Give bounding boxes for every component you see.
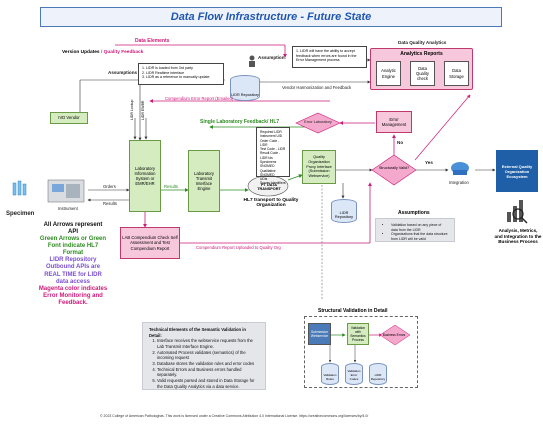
structural-validation-title: Structural Validation in Detail: [318, 308, 388, 314]
technical-elements-box: Technical Elements of the Semantic Valid…: [142, 322, 266, 390]
field-item: Required LIDR: [260, 130, 282, 134]
assumption-top-3: 3. LIDR as a reference to manually updat…: [142, 75, 210, 80]
field-item: Order Code - LIDR: [260, 138, 280, 147]
legend-line-api: All Arrows represent API: [43, 222, 103, 236]
field-item: SNOMED: [260, 172, 275, 177]
assumptions-bottom-title: Assumptions: [398, 210, 430, 216]
legend-line-hl7: Green Arrows or Green Font indicate HL7 …: [39, 236, 107, 257]
validation-semantics-box: Validation with Semantics Process: [347, 323, 369, 345]
structurally-valid-diamond: [371, 154, 417, 186]
fields-list-box: Required LIDR Instrument UID Order Code …: [256, 127, 290, 185]
user-icon: [249, 55, 255, 67]
compendium-uploaded-label: Compendium Report Uploaded to Quality Or…: [196, 245, 281, 250]
specimen-icon: [12, 180, 27, 196]
data-quality-check-box: Data Quality check: [410, 61, 435, 86]
data-quality-analytics-label: Data Quality Analytics: [398, 40, 447, 45]
legend-line-lidr: LIDR Repository Outbound APIs are REAL T…: [44, 257, 102, 285]
integration-icon: [451, 162, 469, 175]
assumptions-top-box: 1. LIDR is loaded from 3rd party 2. LIDR…: [138, 63, 224, 85]
analysis-chart-icon: [507, 200, 528, 224]
analytic-engine-box: Analytic Engine: [376, 61, 401, 86]
pt-data-label: PT DATA TRANSPORT: [257, 183, 281, 191]
data-elements-label: Data Elements: [135, 38, 170, 44]
lab-compendium-box: LAB Compendium Check Self Assessment and…: [120, 227, 180, 259]
technical-item-1: Interface receives the webservice reques…: [157, 338, 259, 349]
instrument-icon: [47, 179, 85, 203]
assumption-right-label: Assumption:: [258, 55, 287, 60]
data-storage-box: Data Storage: [444, 61, 469, 86]
compendium-error-label: Compendium Error Report (Emailed): [165, 96, 234, 101]
assumption-bottom-1: Validation based on any piece of data fr…: [391, 223, 448, 232]
results-label: Results: [164, 184, 178, 189]
business-errors-label: Business Errors: [382, 333, 406, 337]
lidr-repository-mid: LIDR Repository: [331, 199, 357, 223]
assumptions-top-label: Assumptions: [108, 70, 138, 75]
footer-license: © 2023 College of American Pathologists.…: [100, 414, 369, 418]
lab-transmit-engine-box: Laboratory Transmit Interface Engine: [188, 150, 220, 212]
lidr-ewbr-label: LIDR EWBR: [141, 100, 145, 120]
single-lab-feedback-label: Single Laboratory Feedback/ HL7: [200, 119, 280, 125]
structural-validation-panel: Submission Webservice Validation with Se…: [304, 316, 418, 388]
assumption-right-box: 1. LIDR will have the ability to accept …: [292, 46, 367, 68]
assumption-top-1: 1. LIDR is loaded from 3rd party: [142, 66, 193, 70]
external-quality-box: External Quality Organization Ecosystem: [496, 150, 538, 192]
field-item: Test Code - LIDR: [260, 147, 286, 152]
lis-box: Laboratory Information System or EMR/EHR: [129, 140, 161, 212]
detail-connectors: [328, 324, 411, 363]
field-item: UDIs: [260, 177, 268, 182]
vendor-to-lis-arrow: [79, 79, 225, 141]
technical-item-2: Automated Process validates (semantics) …: [157, 350, 259, 361]
lidr-lookup-label: LIDR Lookup: [130, 99, 134, 120]
detail-lidr-repository-db: LIDR Repository: [369, 363, 387, 385]
page-title: Data Flow Infrastructure - Future State: [40, 7, 502, 27]
submission-webservice-box: Submission Webservice: [308, 323, 331, 345]
instrument-label: Instrument: [58, 206, 78, 211]
legend-line-magenta: Magenta color indicates Error Monitoring…: [38, 285, 108, 306]
results-left-label: Results: [103, 201, 117, 206]
field-item: Instrument UID: [260, 134, 283, 139]
field-item: Result Code - LIDR Ids: [260, 151, 281, 160]
analytics-reports-panel: Analytics Reports Analytic Engine Data Q…: [370, 48, 473, 90]
specimen-label: Specimen: [6, 211, 35, 217]
assumption-top-2: 2. LIDR Realtime interface: [142, 70, 185, 75]
error-lab-diamond: [295, 112, 341, 134]
technical-item-3: Database stores the validation rules and…: [157, 361, 259, 367]
field-item: Specimens: [260, 159, 277, 164]
quality-org-box: Quality Organization Proxy Interface (Su…: [302, 150, 336, 184]
assumption-bottom-2: Organizations that the data structure fr…: [391, 232, 448, 241]
assumptions-bottom-box: Validation based on any piece of data fr…: [375, 218, 455, 242]
field-item: SNOMED: [260, 164, 275, 169]
hl7-transport-label: HL7 transport to Quality Organization: [243, 198, 299, 208]
quality-feedback-text: / Quality Feedback: [100, 50, 144, 55]
integration-label: Integration: [449, 180, 469, 185]
structurally-valid-label: Structurally Valid?: [378, 166, 410, 170]
orders-label: Orders: [103, 184, 116, 189]
validation-error-codes-db: Validation Error Codes: [345, 363, 363, 385]
validation-rules-db: Validation Rules: [321, 363, 339, 385]
vendor-harmonization-label: Vendor Harmonization and Feedback: [282, 85, 352, 90]
analysis-caption: Analysis, Metrics, and Integration to th…: [494, 228, 542, 245]
lidr-repository-top: LIDR Repository: [230, 75, 260, 101]
version-updates-text: Version Updates: [62, 50, 100, 55]
technical-item-5: Valid requests parsed and stored in Data…: [157, 378, 259, 389]
error-management-box: Error Management: [376, 111, 412, 133]
data-elements-arrow: [115, 44, 287, 58]
no-label: No: [397, 140, 404, 145]
technical-item-4: Technical Errors and Business errors han…: [157, 367, 259, 378]
yes-label: Yes: [425, 160, 433, 165]
field-item: Survey Identifiers: [260, 181, 286, 186]
ivd-vendor-box: IVD Vendor: [50, 112, 88, 124]
legend: All Arrows represent API Green Arrows or…: [38, 222, 108, 307]
version-updates-label: Version Updates / Quality Feedback: [62, 50, 143, 55]
field-item: Qualitative: [260, 168, 276, 173]
analytics-title: Analytics Reports: [400, 51, 443, 57]
technical-elements-title: Technical Elements of the Semantic Valid…: [149, 327, 246, 338]
error-lab-label: Error Laboratory: [304, 120, 332, 124]
